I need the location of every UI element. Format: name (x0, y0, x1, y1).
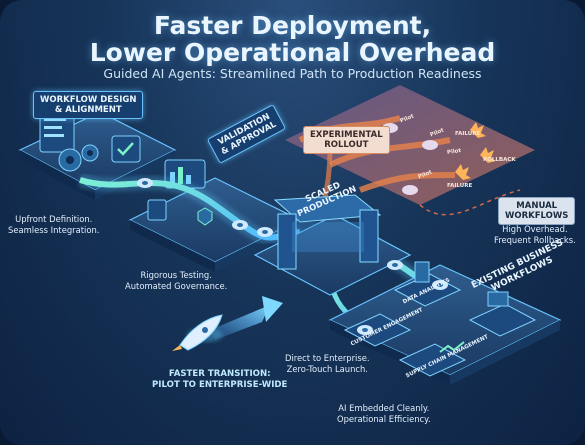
experimental-rollout-label: EXPERIMENTAL ROLLOUT (303, 126, 390, 154)
page-title-line2: Lower Operational Overhead (89, 38, 496, 67)
experimental-label-line2: ROLLOUT (324, 140, 369, 150)
scaled-production-note: Direct to Enterprise. Zero-Touch Launch. (285, 353, 370, 375)
scaled-production-gate (253, 194, 412, 296)
manual-note-line2: Frequent Rollbacks. (494, 235, 576, 245)
rollback-tag: ROLLBACK (483, 157, 516, 163)
faster-transition-label: FASTER TRANSITION: PILOT TO ENTERPRISE-W… (152, 369, 287, 391)
existing-business-note: AI Embedded Cleanly. Operational Efficie… (337, 403, 431, 425)
failure-tag-2: FAILURE (447, 183, 473, 189)
workflow-design-platform (18, 109, 177, 200)
scaled-production-note-line2: Zero-Touch Launch. (286, 364, 368, 374)
workflow-design-label-line1: WORKFLOW DESIGN (40, 95, 137, 105)
failure-tag-1: FAILURE (455, 131, 481, 137)
page-subtitle: Guided AI Agents: Streamlined Path to Pr… (103, 66, 482, 81)
manual-label-line1: MANUAL (516, 201, 558, 211)
existing-note-line1: AI Embedded Cleanly. (338, 403, 430, 413)
validation-note-line2: Automated Governance. (125, 281, 228, 291)
workflow-design-note-line2: Seamless Integration. (8, 225, 100, 235)
manual-workflows-label: MANUAL WORKFLOWS (498, 197, 576, 225)
experimental-label-line1: EXPERIMENTAL (310, 130, 383, 140)
faster-transition-line1: FASTER TRANSITION: (168, 369, 271, 379)
manual-note-line1: High Overhead. (502, 224, 568, 234)
page-title-line1: Faster Deployment, (153, 11, 432, 40)
existing-note-line2: Operational Efficiency. (337, 414, 431, 424)
existing-business-platform (328, 261, 562, 385)
workflow-design-label: WORKFLOW DESIGN & ALIGNMENT (33, 91, 144, 119)
workflow-design-note: Upfront Definition. Seamless Integration… (8, 214, 99, 236)
workflow-design-label-line2: & ALIGNMENT (54, 105, 122, 115)
workflow-design-note-line1: Upfront Definition. (15, 214, 93, 224)
validation-note-line1: Rigorous Testing. (140, 270, 212, 280)
faster-transition-line2: PILOT TO ENTERPRISE-WIDE (152, 380, 288, 390)
scaled-production-note-line1: Direct to Enterprise. (285, 353, 370, 363)
manual-label-line2: WORKFLOWS (505, 211, 569, 221)
validation-note: Rigorous Testing. Automated Governance. (125, 270, 227, 292)
rocket-icon (172, 296, 283, 351)
manual-workflows-note: High Overhead. Frequent Rollbacks. (494, 224, 576, 246)
agent-pods (137, 123, 448, 335)
